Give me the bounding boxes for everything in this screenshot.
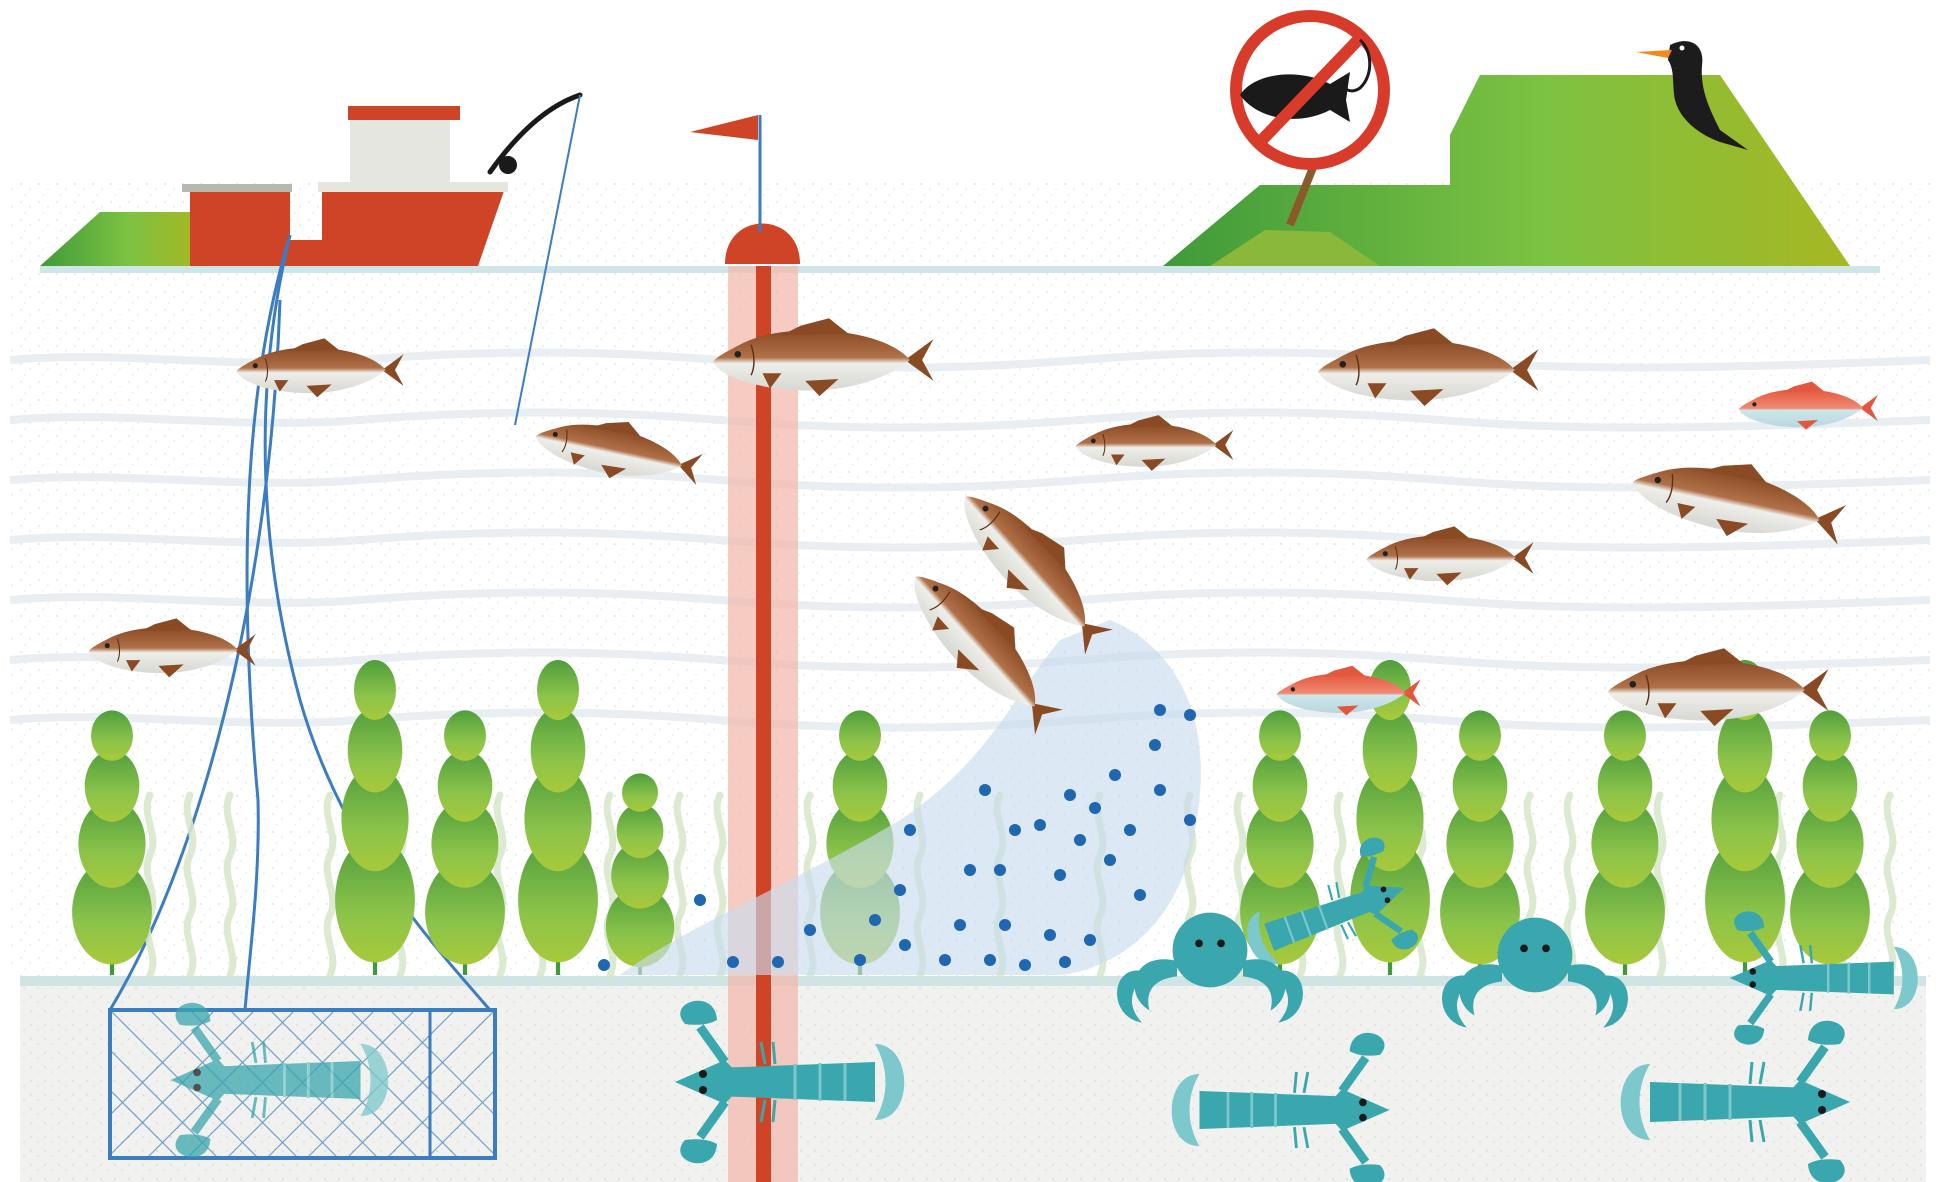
marker-buoy-icon [725, 115, 800, 1182]
lobster-trap-icon [108, 234, 497, 1158]
feed-pellets-icon [598, 704, 1196, 971]
water-surface-line [40, 266, 1880, 273]
cormorant-icon [1636, 41, 1748, 150]
fishing-boat-icon [182, 106, 508, 266]
seabed-line [20, 976, 1926, 986]
left-shore [40, 212, 200, 266]
pennant-flag-icon [690, 115, 758, 140]
grassy-islet-icon [1163, 75, 1850, 266]
fishing-rod-icon [487, 92, 583, 426]
no-fishing-sign-icon [1230, 10, 1390, 227]
